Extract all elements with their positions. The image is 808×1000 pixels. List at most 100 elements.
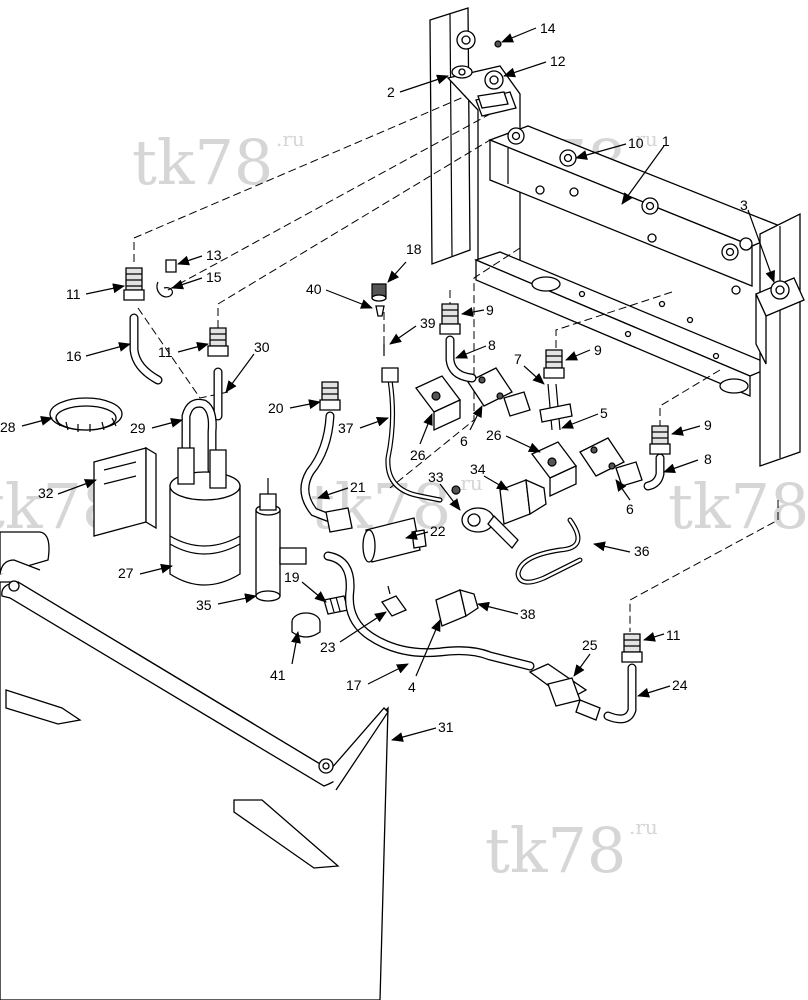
left-fittings bbox=[123, 259, 341, 411]
hose-21 bbox=[300, 411, 345, 527]
fitting-9-b bbox=[543, 349, 565, 379]
callout-label: 35 bbox=[196, 597, 212, 613]
fitting-11-lower bbox=[621, 633, 643, 663]
hose-16 bbox=[129, 313, 163, 385]
callout-22: 22 bbox=[405, 523, 446, 540]
callout-1: 1 bbox=[621, 133, 670, 205]
callout-25: 25 bbox=[573, 637, 598, 677]
callout-37: 37 bbox=[338, 416, 389, 436]
callout-label: 11 bbox=[158, 344, 173, 360]
callout-label: 15 bbox=[206, 269, 222, 285]
callout-label: 9 bbox=[704, 417, 712, 433]
callout-5: 5 bbox=[561, 405, 608, 429]
callout-33: 33 bbox=[428, 469, 461, 511]
callout-label: 37 bbox=[338, 420, 354, 436]
callout-label: 27 bbox=[118, 565, 134, 581]
callout-label: 8 bbox=[488, 337, 496, 353]
callout-38: 38 bbox=[477, 601, 536, 622]
callout-label: 25 bbox=[582, 637, 598, 653]
hose-8-a bbox=[445, 335, 477, 383]
callout-34: 34 bbox=[470, 461, 509, 491]
callout-9-middle: 9 bbox=[565, 342, 602, 361]
callout-18: 18 bbox=[387, 241, 422, 283]
callout-7: 7 bbox=[514, 351, 545, 385]
cover-panel-31 bbox=[0, 531, 389, 1000]
callout-label: 1 bbox=[662, 133, 670, 149]
callout-label: 3 bbox=[740, 197, 748, 213]
callout-23: 23 bbox=[320, 611, 387, 655]
callout-label: 26 bbox=[410, 447, 426, 463]
bracket-32 bbox=[93, 446, 157, 537]
callout-label: 11 bbox=[66, 286, 81, 302]
watermark-suffix: .ru bbox=[276, 127, 305, 151]
fitting-9-c bbox=[649, 425, 671, 455]
callout-label: 2 bbox=[387, 84, 395, 100]
pressure-switch-33 bbox=[451, 485, 519, 549]
callout-30: 30 bbox=[225, 339, 270, 393]
watermark-top-left: tk78 .ru bbox=[132, 126, 305, 199]
callout-2: 2 bbox=[387, 74, 449, 100]
tube-36 bbox=[515, 517, 583, 585]
callout-label: 29 bbox=[130, 420, 146, 436]
block-26-right bbox=[530, 441, 578, 498]
hose-17 bbox=[323, 551, 535, 671]
callout-label: 38 bbox=[520, 606, 536, 622]
callout-17: 17 bbox=[346, 663, 409, 693]
callout-4: 4 bbox=[408, 619, 441, 695]
callouts: 14 12 2 10 1 3 13 15 bbox=[0, 20, 775, 742]
callout-label: 5 bbox=[600, 405, 608, 421]
callout-27: 27 bbox=[118, 563, 173, 581]
callout-label: 20 bbox=[268, 400, 284, 416]
callout-28: 28 bbox=[0, 416, 53, 435]
fitting-9-a bbox=[439, 303, 461, 335]
fitting-19 bbox=[323, 595, 349, 615]
callout-label: 40 bbox=[306, 281, 322, 297]
callout-9-upper: 9 bbox=[461, 302, 494, 318]
callout-label: 21 bbox=[350, 479, 366, 495]
callout-31: 31 bbox=[391, 719, 454, 742]
callout-19: 19 bbox=[284, 569, 327, 603]
callout-11-middle: 11 bbox=[158, 342, 209, 360]
callout-10: 10 bbox=[575, 135, 644, 160]
callout-14: 14 bbox=[501, 20, 556, 43]
callout-label: 6 bbox=[626, 501, 634, 517]
callout-21: 21 bbox=[317, 479, 366, 500]
callout-label: 31 bbox=[438, 719, 454, 735]
callout-26-left: 26 bbox=[410, 413, 433, 463]
callout-label: 22 bbox=[430, 523, 446, 539]
callout-label: 34 bbox=[470, 461, 486, 477]
callout-label: 17 bbox=[346, 677, 362, 693]
sight-glass-35 bbox=[255, 478, 307, 602]
callout-8-right: 8 bbox=[663, 451, 712, 474]
watermark-main: tk78 bbox=[485, 814, 626, 887]
valve-6-right bbox=[579, 437, 643, 487]
clamp-ring-28 bbox=[49, 397, 123, 432]
callout-39: 39 bbox=[389, 315, 436, 345]
callout-label: 32 bbox=[38, 485, 54, 501]
core-40 bbox=[375, 305, 385, 317]
callout-label: 8 bbox=[704, 451, 712, 467]
callout-label: 30 bbox=[254, 339, 270, 355]
callout-41: 41 bbox=[270, 631, 301, 683]
callout-12: 12 bbox=[503, 53, 566, 78]
watermark-suffix: .ru bbox=[629, 127, 658, 151]
block-26-left bbox=[414, 375, 462, 432]
callout-15: 15 bbox=[171, 269, 222, 290]
callout-26-right: 26 bbox=[486, 427, 541, 453]
callout-label: 39 bbox=[420, 315, 436, 331]
frame-hardware bbox=[451, 30, 790, 300]
hose-24 bbox=[603, 663, 637, 724]
callout-35: 35 bbox=[196, 593, 257, 613]
callout-label: 18 bbox=[406, 241, 422, 257]
callout-label: 23 bbox=[320, 639, 336, 655]
clamp-4 bbox=[435, 589, 479, 627]
callout-label: 4 bbox=[408, 679, 416, 695]
callout-9-right: 9 bbox=[671, 417, 712, 436]
callout-label: 9 bbox=[594, 342, 602, 358]
callout-label: 7 bbox=[514, 351, 522, 367]
watermark-mid-right: tk78 bbox=[668, 470, 808, 543]
callout-16: 16 bbox=[66, 342, 131, 364]
hose-8-b bbox=[643, 453, 665, 491]
tube-7 bbox=[539, 383, 573, 431]
